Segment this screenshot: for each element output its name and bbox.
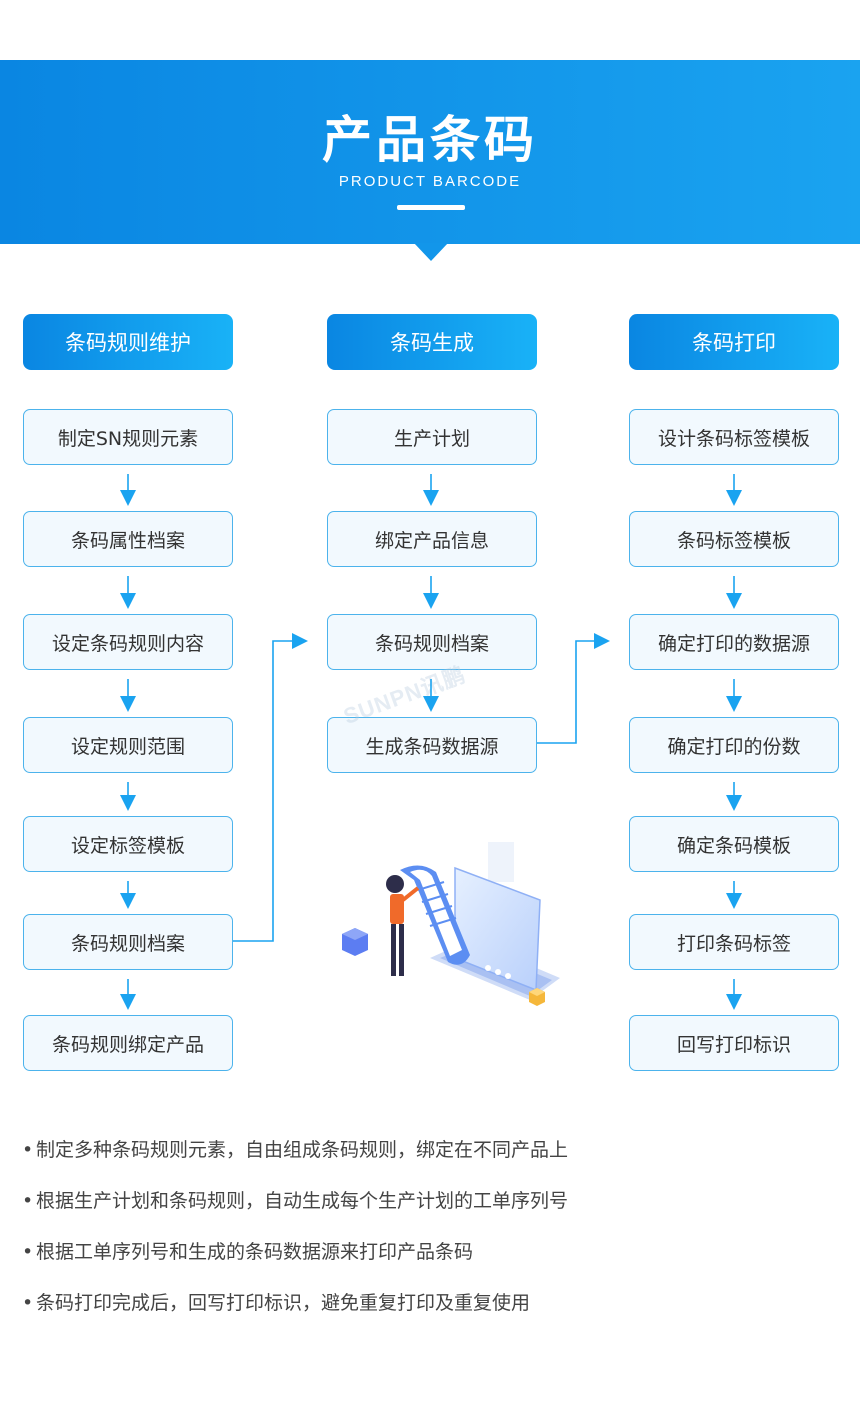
flow-step: 绑定产品信息 — [327, 511, 537, 567]
flow-step: 生产计划 — [327, 409, 537, 465]
illustration-laptop-person — [342, 842, 560, 1006]
flow-step: 条码规则档案 — [327, 614, 537, 670]
flow-step: 条码标签模板 — [629, 511, 839, 567]
flow-step: 设定标签模板 — [23, 816, 233, 872]
connector-col2-to-col3 — [537, 633, 610, 744]
flow-step: 确定打印的份数 — [629, 717, 839, 773]
title-underline — [397, 205, 465, 210]
flow-step: 设定规则范围 — [23, 717, 233, 773]
flow-step: 确定条码模板 — [629, 816, 839, 872]
column-header-rule-maintenance: 条码规则维护 — [23, 314, 233, 370]
page-title: 产品条码 — [322, 111, 538, 169]
flow-step: 条码规则绑定产品 — [23, 1015, 233, 1071]
list-item: •根据工单序列号和生成的条码数据源来打印产品条码 — [22, 1241, 474, 1263]
flow-step: 回写打印标识 — [629, 1015, 839, 1071]
header-banner — [0, 60, 860, 244]
feature-list: •制定多种条码规则元素，自由组成条码规则，绑定在不同产品上 •根据生产计划和条码… — [22, 1135, 842, 1339]
flow-step: 制定SN规则元素 — [23, 409, 233, 465]
flow-step: 打印条码标签 — [629, 914, 839, 970]
connector-col1-to-col2 — [233, 633, 308, 942]
list-item: •制定多种条码规则元素，自由组成条码规则，绑定在不同产品上 — [22, 1139, 569, 1161]
flow-step: 条码属性档案 — [23, 511, 233, 567]
flow-step: 生成条码数据源 — [327, 717, 537, 773]
banner-notch — [414, 243, 448, 261]
column-header-generation: 条码生成 — [327, 314, 537, 370]
column-header-printing: 条码打印 — [629, 314, 839, 370]
flow-step: 设计条码标签模板 — [629, 409, 839, 465]
page-subtitle: PRODUCT BARCODE — [338, 173, 522, 190]
list-item: •条码打印完成后，回写打印标识，避免重复打印及重复使用 — [22, 1292, 531, 1314]
flow-step: 设定条码规则内容 — [23, 614, 233, 670]
list-item: •根据生产计划和条码规则，自动生成每个生产计划的工单序列号 — [22, 1190, 569, 1212]
flow-step: 确定打印的数据源 — [629, 614, 839, 670]
flow-step: 条码规则档案 — [23, 914, 233, 970]
